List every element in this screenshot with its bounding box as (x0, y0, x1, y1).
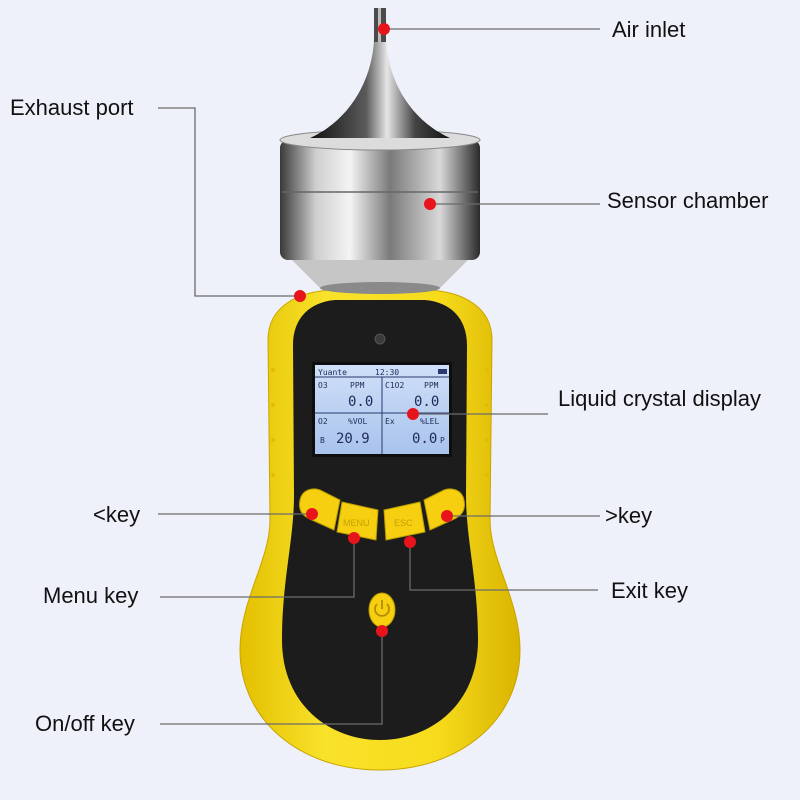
detector-body: Yuante 12:30 O3 PPM 0.0 C1O2 PPM 0.0 O2 … (239, 289, 521, 771)
label-onoff-key: On/off key (35, 711, 135, 736)
exit-key-label: ESC (394, 518, 413, 528)
lcd-screen: Yuante 12:30 O3 PPM 0.0 C1O2 PPM 0.0 O2 … (312, 362, 452, 457)
lcd-cell-3-flag: B (320, 436, 325, 445)
label-lcd: Liquid crystal display (558, 386, 761, 411)
lcd-cell-2-unit: PPM (424, 381, 439, 390)
marker-left-key (306, 508, 318, 520)
neck (290, 258, 470, 288)
left-key[interactable] (299, 488, 341, 531)
label-air-inlet: Air inlet (612, 17, 686, 42)
right-key[interactable] (423, 488, 465, 531)
sensor-chamber (280, 140, 480, 260)
side-grip (271, 368, 489, 477)
marker-right-key (441, 510, 453, 522)
leader-lines (158, 28, 600, 725)
lcd-cell-3-unit: %VOL (348, 417, 367, 426)
marker-exit-key (404, 536, 416, 548)
lcd-cell-3-gas: O2 (318, 417, 328, 426)
label-exit-key: Exit key (611, 578, 689, 603)
sensor-assembly (279, 8, 481, 294)
lcd-cell-4-value: 0.0 (412, 431, 437, 447)
marker-onoff-key (376, 625, 388, 637)
label-exhaust-port: Exhaust port (10, 95, 134, 120)
markers (294, 23, 453, 637)
exit-key[interactable] (383, 501, 426, 541)
lcd-cell-2-value: 0.0 (414, 394, 439, 410)
marker-sensor-chamber (424, 198, 436, 210)
lcd-cell-1-gas: O3 (318, 381, 328, 390)
marker-air-inlet (378, 23, 390, 35)
lcd-cell-4-flag: P (440, 436, 445, 445)
keypad: MENU ESC (299, 488, 465, 541)
lcd-cell-3-value: 20.9 (336, 431, 370, 447)
label-right-key: >key (605, 503, 653, 528)
lcd-cell-4-gas: Ex (385, 417, 395, 426)
marker-lcd (407, 408, 419, 420)
label-sensor-chamber: Sensor chamber (607, 188, 769, 213)
marker-exhaust-port (294, 290, 306, 302)
menu-key-label: MENU (343, 518, 370, 528)
power-button[interactable] (368, 592, 396, 628)
lcd-cell-4-unit: %LEL (420, 417, 439, 426)
label-left-key: <key (93, 502, 141, 527)
power-icon (374, 603, 390, 617)
indicator-lens (374, 333, 386, 345)
battery-icon (438, 369, 447, 374)
menu-key[interactable] (336, 501, 379, 541)
lcd-cell-1-unit: PPM (350, 381, 365, 390)
funnel (310, 40, 450, 138)
label-menu-key: Menu key (43, 583, 139, 608)
lcd-cell-2-gas: C1O2 (385, 381, 404, 390)
lcd-cell-1-value: 0.0 (348, 394, 373, 410)
lcd-time: 12:30 (375, 368, 399, 377)
lcd-brand: Yuante (318, 368, 347, 377)
marker-menu-key (348, 532, 360, 544)
